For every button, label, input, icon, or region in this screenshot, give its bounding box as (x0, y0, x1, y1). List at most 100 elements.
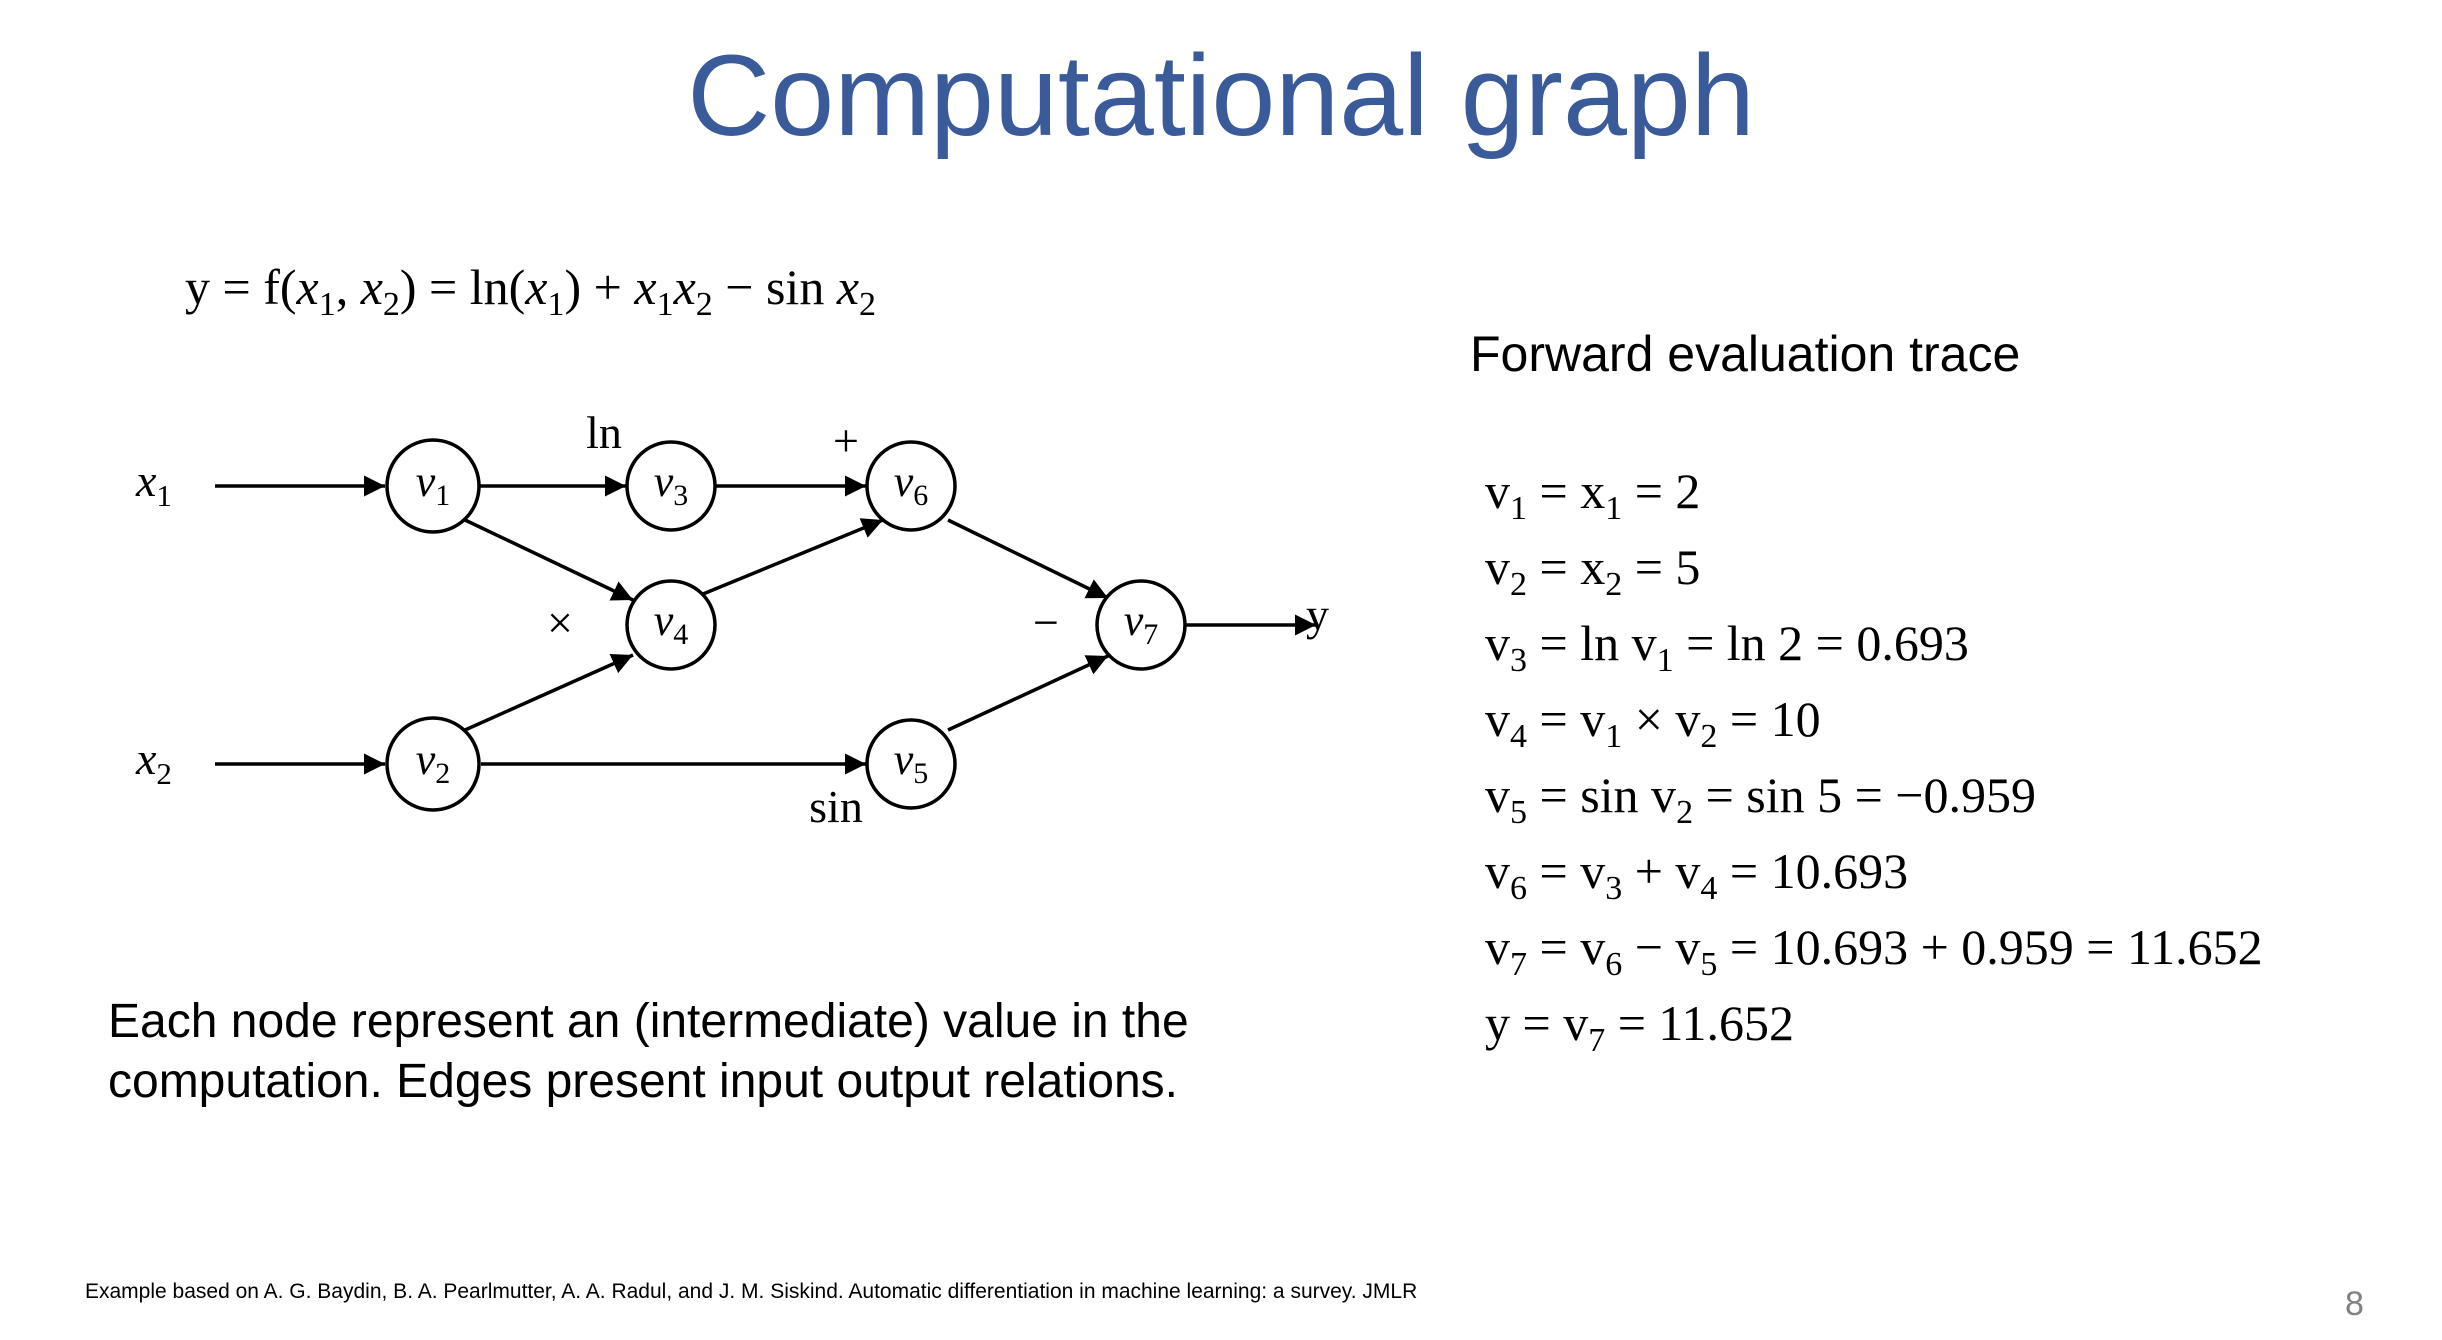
node-v4-circle (625, 579, 717, 671)
node-v6-label: v6 (894, 457, 929, 512)
input-sub: 1 (156, 478, 172, 513)
trace-line-5: v5 = sin v2 = sin 5 = −0.959 (1485, 766, 2263, 842)
node-v3-circle (625, 440, 717, 532)
output-y-label: y (1306, 589, 1329, 640)
formula-part: ) = ln( (399, 259, 526, 315)
trace-subscript: 3 (1605, 870, 1623, 907)
formula-sub: 2 (695, 286, 713, 323)
op-ln-label: ln (586, 407, 622, 458)
formula-part: y = f( (185, 259, 297, 315)
trace-subscript: 1 (1605, 718, 1623, 755)
trace-text: = 10.693 (1717, 843, 1909, 899)
trace-line-2: v2 = x2 = 5 (1485, 538, 2263, 614)
node-sub: 3 (673, 479, 688, 512)
trace-line-7: v7 = v6 − v5 = 10.693 + 0.959 = 11.652 (1485, 918, 2263, 994)
trace-text: = 2 (1622, 463, 1701, 519)
trace-subscript: 5 (1510, 794, 1527, 831)
trace-subscript: 7 (1510, 946, 1527, 983)
trace-subscript: 1 (1605, 490, 1623, 527)
node-v7-label: v7 (1124, 596, 1159, 651)
edge-v2-v4 (464, 653, 634, 732)
formula-part: ) + (564, 259, 635, 315)
trace-text: = 11.652 (1605, 995, 1795, 1051)
trace-text: = 10.693 + 0.959 = 11.652 (1717, 919, 2263, 975)
formula-sub: 1 (318, 286, 336, 323)
trace-subscript: 2 (1605, 566, 1623, 603)
trace-subscript: 2 (1700, 718, 1718, 755)
edge-v5-v7 (947, 654, 1109, 732)
trace-text: = v (1527, 691, 1606, 747)
node-sub: 7 (1143, 618, 1158, 651)
trace-text: v (1485, 539, 1510, 595)
formula-var: x (296, 259, 319, 315)
node-v6-circle (865, 440, 957, 532)
trace-subscript: 6 (1510, 870, 1527, 907)
trace-text: v (1485, 767, 1510, 823)
formula-var: x (836, 259, 860, 315)
input-x1-label: x1 (135, 455, 172, 513)
caption-text: Each node represent an (intermediate) va… (108, 995, 1189, 1108)
graph-edges (215, 475, 1316, 775)
trace-subscript: 7 (1588, 1022, 1606, 1059)
trace-text: = sin v (1527, 767, 1677, 823)
input-base: x (135, 455, 157, 506)
trace-subscript: 3 (1510, 642, 1527, 679)
edge-v6-v7 (947, 518, 1109, 600)
node-v5-label: v5 (894, 735, 929, 790)
formula-var: x (360, 259, 383, 315)
node-base: v (416, 457, 436, 506)
trace-text: = v (1527, 919, 1606, 975)
trace-line-3: v3 = ln v1 = ln 2 = 0.693 (1485, 614, 2263, 690)
footnote-reference: Example based on A. G. Baydin, B. A. Pea… (85, 1280, 1418, 1303)
edge-v1-v4 (464, 518, 634, 602)
trace-text: v (1485, 919, 1510, 975)
trace-text: = sin 5 = −0.959 (1693, 767, 2037, 823)
trace-text: v (1485, 463, 1510, 519)
edge-v4-v6 (702, 518, 884, 596)
trace-subscript: 4 (1700, 870, 1718, 907)
formula-sub: 2 (859, 286, 877, 323)
node-sub: 5 (913, 757, 928, 790)
trace-line-1: v1 = x1 = 2 (1485, 462, 2263, 538)
trace-line-6: v6 = v3 + v4 = 10.693 (1485, 842, 2263, 918)
trace-text: + v (1622, 843, 1701, 899)
node-v2-label: v2 (416, 735, 451, 790)
formula-part: − sin (712, 259, 837, 315)
trace-text: = x (1527, 463, 1606, 519)
formula-var: x (673, 259, 696, 315)
input-sub: 2 (156, 756, 172, 791)
formula-var: x (634, 259, 657, 315)
trace-text: − v (1622, 919, 1701, 975)
trace-text: = ln 2 = 0.693 (1673, 615, 1969, 671)
node-v1-label: v1 (416, 457, 451, 512)
op-plus-label: + (833, 415, 859, 466)
node-v2-circle (385, 716, 481, 812)
formula-sub: 1 (656, 286, 674, 323)
page-number: 8 (2345, 1285, 2364, 1323)
node-v7-circle (1095, 579, 1187, 671)
trace-line-8: y = v7 = 11.652 (1485, 994, 2263, 1070)
node-sub: 1 (435, 479, 450, 512)
node-sub: 6 (913, 479, 928, 512)
trace-subscript: 6 (1605, 946, 1623, 983)
op-sin-label: sin (809, 781, 863, 832)
op-minus-label: − (1033, 597, 1059, 648)
trace-text: = ln v (1527, 615, 1657, 671)
formula-sub: 1 (547, 286, 565, 323)
trace-line-4: v4 = v1 × v2 = 10 (1485, 690, 2263, 766)
input-base: x (135, 733, 157, 784)
node-base: v (894, 735, 914, 784)
trace-text: y = v (1485, 995, 1589, 1051)
trace-subscript: 4 (1510, 718, 1527, 755)
node-v5-circle (865, 718, 957, 810)
trace-text: = x (1527, 539, 1606, 595)
node-base: v (654, 596, 674, 645)
op-times-label: × (547, 597, 573, 648)
node-base: v (654, 457, 674, 506)
node-v3-label: v3 (654, 457, 689, 512)
node-base: v (416, 735, 436, 784)
trace-subscript: 5 (1700, 946, 1718, 983)
input-x2-label: x2 (135, 733, 172, 791)
node-v1-circle (385, 438, 481, 534)
